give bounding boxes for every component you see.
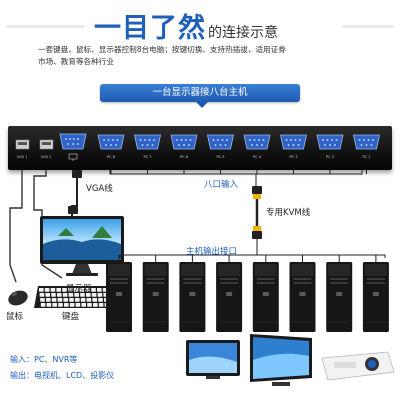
host-group [106,262,389,332]
description-line-2: 市场、教育等各种行业 [38,57,114,66]
pc-port-label: PC 2 [326,155,334,159]
pc-port-5: PC 5 [207,134,234,159]
pc-port-6: PC 6 [170,134,198,159]
pc-port-7: PC 7 [134,134,161,159]
host-tower [289,262,316,332]
output-devices [186,334,395,386]
projector-output-icon [321,351,395,381]
host-bracket [119,254,386,258]
title-main: 一目了然 [94,13,206,44]
pc-port-label: PC 8 [107,155,116,159]
pc-port-label: PC 3 [289,155,297,159]
monitor [40,216,124,276]
mouse-cable [9,170,23,283]
usb-cable-2 [33,170,47,211]
usb-port-label-2: USB 2 [41,155,52,159]
vga-cable-label: VGA线 [86,184,113,194]
pc-port-label: PC 6 [180,155,189,159]
keyboard-keys [39,288,110,307]
host-tower [216,262,243,332]
pc-port-label: PC 5 [216,155,224,159]
pc-port-label: PC 7 [143,155,151,159]
monitor-port-icon [68,153,78,161]
usb-port-1 [15,139,30,150]
title-rule-right [342,25,394,28]
host-output-label: 主机输出接口 [186,247,238,257]
console-vga-port [59,133,87,150]
mouse [8,290,28,306]
kvm-cable [252,186,262,239]
pc-port-group: PC 8 PC 7 PC 6 PC 5 PC 4 PC 3 PC 2 PC 1 [97,134,380,159]
pc-port-8: PC 8 [97,134,125,159]
usb-port-label-1: USB 1 [17,155,28,159]
page-title: 一目了然的连接示意 [94,6,344,44]
keyboard-label: 键盘 [62,312,80,322]
lcd-output-icon [250,334,312,386]
pc-port-1: PC 1 [353,134,380,159]
input-bracket [109,170,363,175]
description: 一套键盘、鼠标、显示器控制8台电脑；按键切换、支持热插拔，适用证券 市场、教育等… [38,44,374,68]
pc-port-4: PC 4 [243,134,271,159]
mouse-label: 鼠标 [6,312,24,322]
kvm-ports-svg: USB 1 USB 2 PC 8 PC 7 PC 6 PC 5 PC 4 PC 3 PC 2… [15,133,380,161]
title-sub: 的连接示意 [208,25,278,41]
input-bracket-ticks [110,170,367,174]
banner-pointer [196,102,208,108]
monitor-label: 显示器 [66,284,92,294]
host-tower [179,262,206,332]
vga-plug-top [72,170,82,178]
host-tower [252,262,279,332]
vga-plug-bottom [68,206,78,214]
pc-port-label: PC 4 [253,155,262,159]
host-bracket-ticks [118,255,377,262]
tv-output-icon [186,340,240,379]
title-rule-left [6,25,84,28]
kvm-cable-label: 专用KVM线 [266,208,311,218]
input8-label: 八口输入 [204,180,239,190]
pc-port-label: PC 1 [362,155,370,159]
usb-port-2 [39,139,54,150]
pc-port-3: PC 3 [280,134,307,159]
input-summary: 输入：PC、NVR等 [10,355,78,364]
host-tower [362,262,389,332]
host-tower [326,262,353,332]
pc-port-2: PC 2 [316,134,344,159]
host-tower [142,262,169,332]
banner: 一台显示器接八台主机 [100,84,300,102]
output-summary: 输出：电视机、LCD、投影仪 [10,371,115,380]
host-tower [106,262,132,332]
keyboard [34,286,112,308]
description-line-1: 一套键盘、鼠标、显示器控制8台电脑；按键切换、支持热插拔，适用证券 [38,45,286,54]
